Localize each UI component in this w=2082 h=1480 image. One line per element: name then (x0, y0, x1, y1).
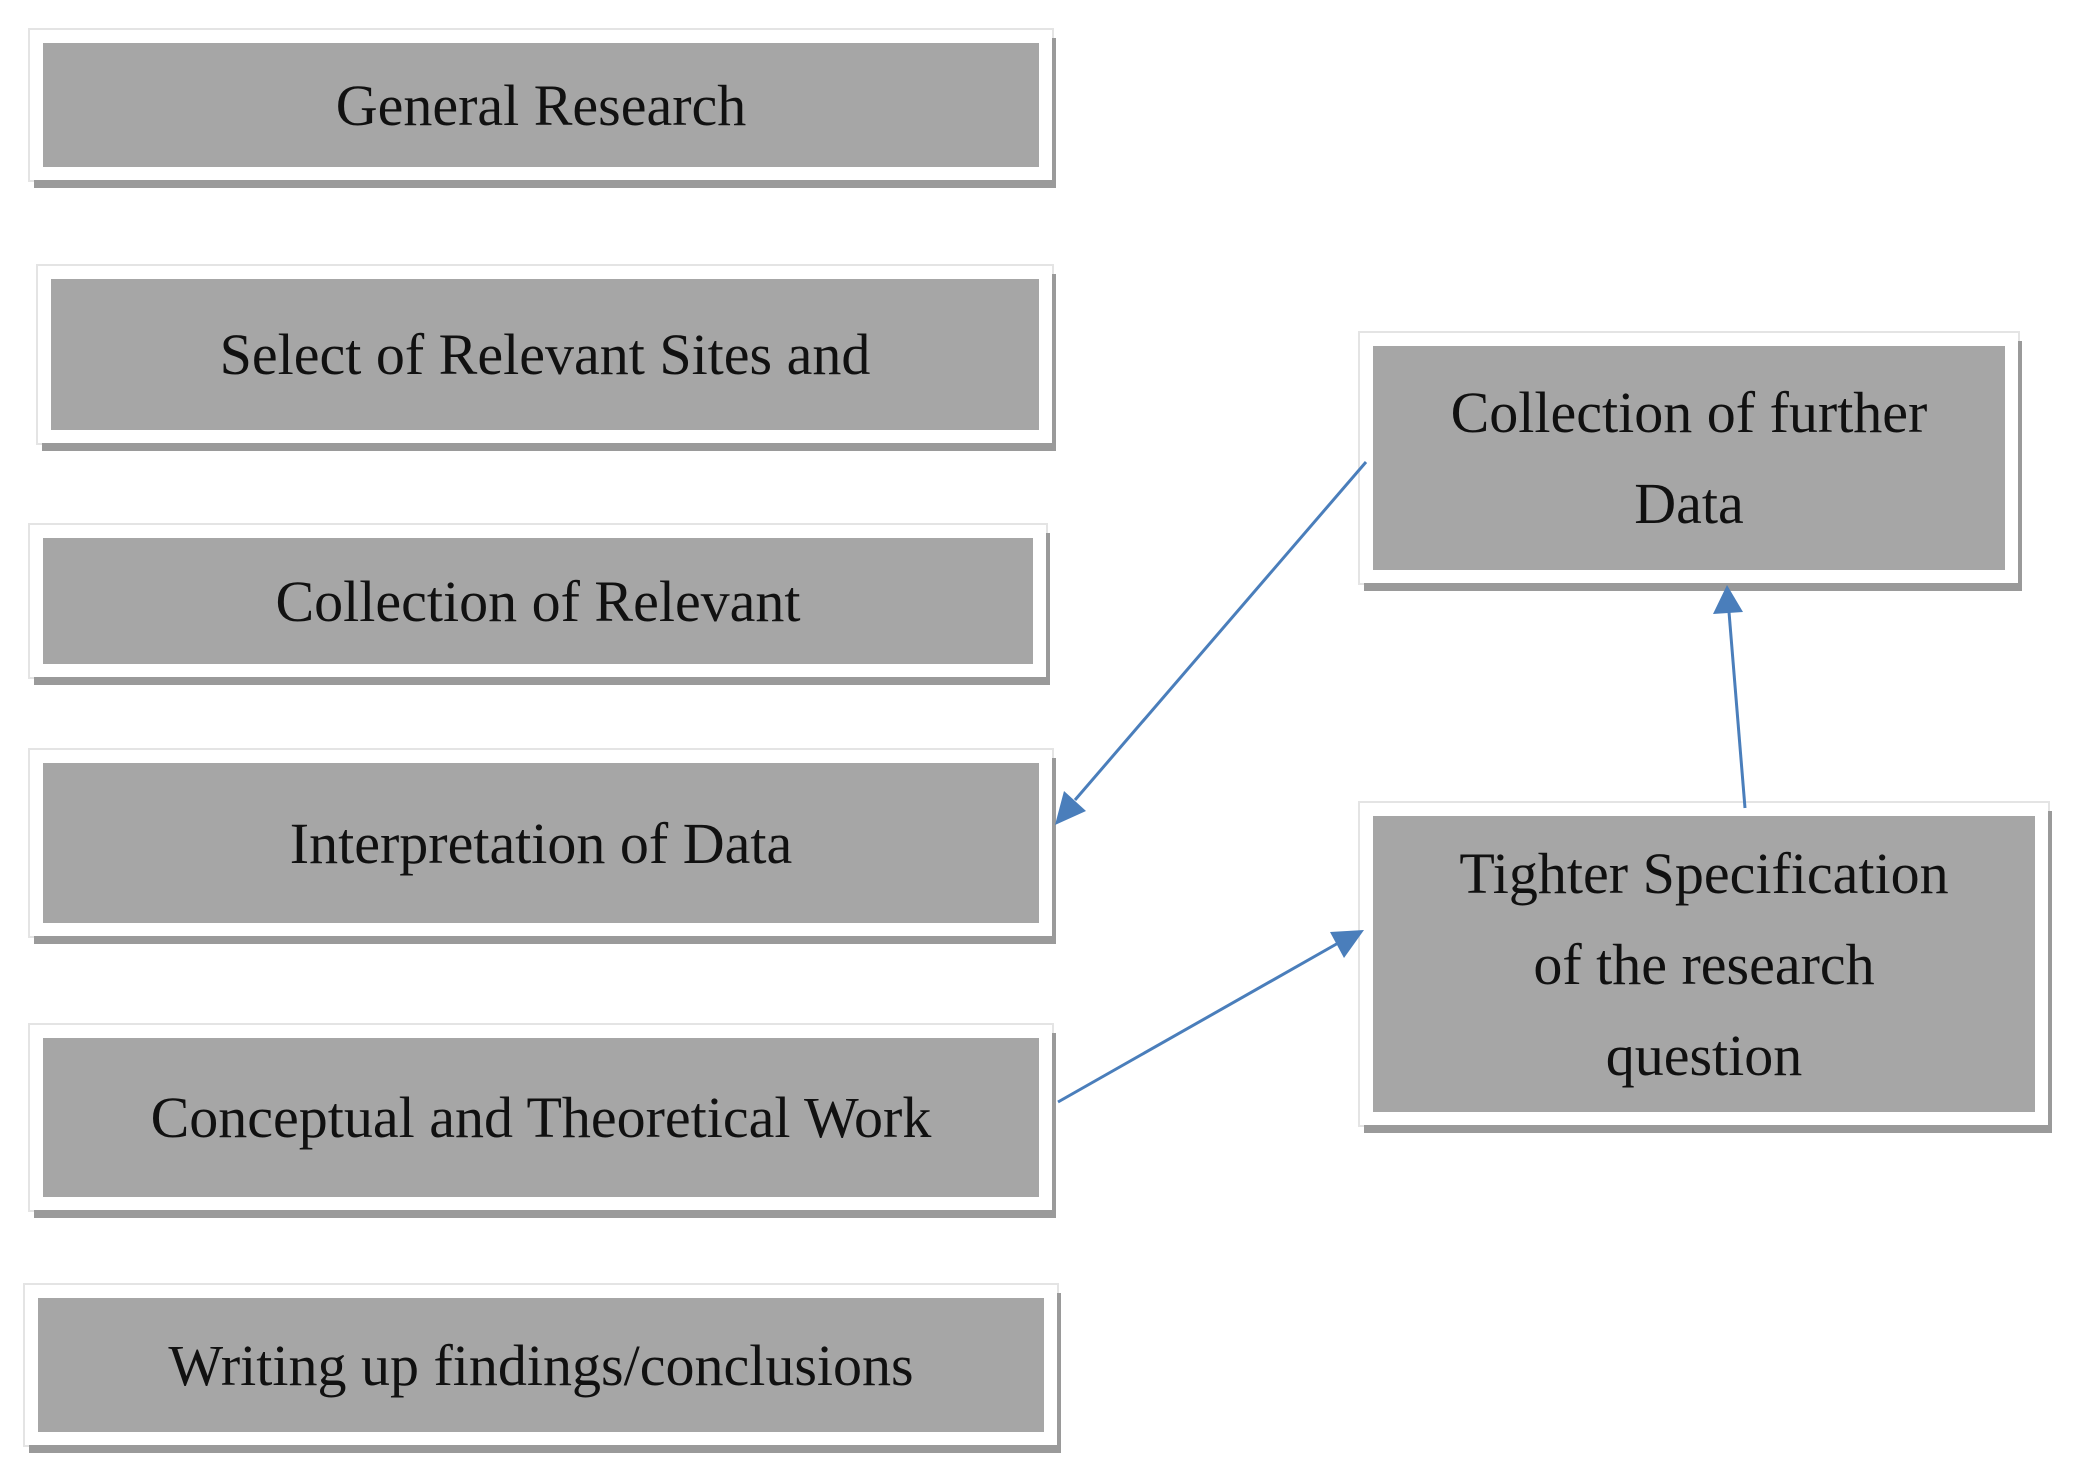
tighter-spec-box: Tighter Specification of the research qu… (1360, 803, 2048, 1125)
general-research-label: General Research (335, 72, 747, 138)
arrowhead-further-data (1713, 585, 1743, 614)
interpretation-box: Interpretation of Data (30, 750, 1052, 936)
collection-relevant-box: Collection of Relevant (30, 525, 1046, 677)
conceptual-work-box: Conceptual and Theoretical Work (30, 1025, 1052, 1210)
writing-up-box: Writing up findings/conclusions (25, 1285, 1057, 1445)
arrow-further-data-to-interpretation (1073, 461, 1368, 801)
writing-up-label: Writing up findings/conclusions (168, 1332, 914, 1398)
general-research-box: General Research (30, 30, 1052, 180)
tighter-spec-label: Tighter Specification of the research qu… (1459, 840, 1949, 1088)
arrowhead-interpretation (1055, 791, 1086, 825)
arrow-tighter-spec-to-further-data (1727, 611, 1747, 809)
collection-relevant-label: Collection of Relevant (275, 568, 801, 634)
conceptual-work-label: Conceptual and Theoretical Work (150, 1085, 932, 1150)
interpretation-label: Interpretation of Data (289, 810, 793, 876)
further-data-label: Collection of further Data (1450, 380, 1928, 536)
select-sites-box: Select of Relevant Sites and (38, 266, 1052, 443)
arrowhead-tighter-spec (1330, 930, 1364, 958)
further-data-box: Collection of further Data (1360, 333, 2018, 583)
arrow-conceptual-to-tighter-spec (1057, 940, 1341, 1104)
select-sites-label: Select of Relevant Sites and (219, 322, 871, 387)
